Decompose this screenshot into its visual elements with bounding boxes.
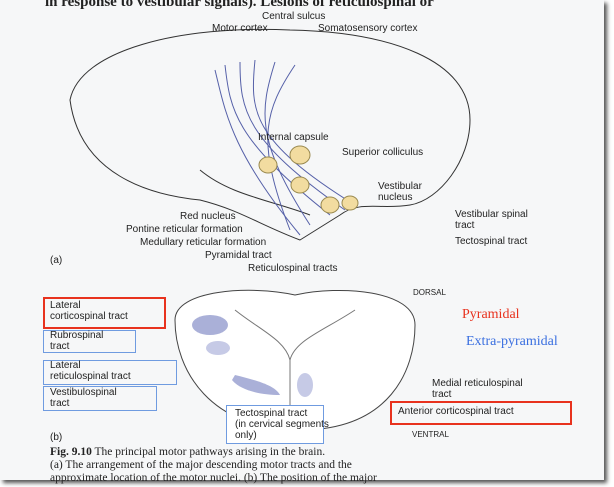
text: Tectospinal tract	[235, 408, 308, 419]
label-somatosensory-cortex: Somatosensory cortex	[318, 23, 418, 34]
text: tract	[50, 398, 70, 409]
text: nucleus	[378, 192, 413, 203]
text: tract	[455, 220, 475, 231]
figure-number: Fig. 9.10	[50, 446, 92, 458]
text: tract	[432, 389, 452, 400]
text: The principal motor pathways arising in …	[94, 446, 326, 458]
label-tectospinal-a: Tectospinal tract	[455, 236, 528, 247]
diagram-drawing	[69, 28, 471, 431]
caption-line-3: approximate location of the motor nuclei…	[50, 472, 377, 484]
brain-outline	[69, 28, 471, 241]
scanned-page: in response to vestibular signals). Lesi…	[43, 0, 572, 484]
label-medullary: Medullary reticular formation	[140, 237, 267, 248]
text: Lateral	[50, 300, 81, 311]
label-ventral: VENTRAL	[412, 430, 449, 439]
label-part-a: (a)	[50, 255, 63, 266]
highlight-vestibulospinal	[43, 386, 157, 411]
label-central-sulcus: Central sulcus	[262, 11, 326, 22]
spinal-cord-outline	[174, 289, 416, 431]
highlight-anterior-corticospinal	[390, 401, 572, 425]
text: Vestibular	[378, 181, 422, 192]
text: corticospinal tract	[50, 311, 128, 322]
label-anterior-corticospinal: Anterior corticospinal tract	[398, 406, 514, 417]
text: (in cervical segments	[235, 419, 329, 430]
label-motor-cortex: Motor cortex	[212, 23, 268, 34]
text: only)	[235, 430, 257, 441]
label-superior-colliculus: Superior colliculus	[342, 147, 424, 158]
highlight-lateral-reticulospinal	[43, 360, 177, 385]
label-part-b: (b)	[50, 432, 63, 443]
highlight-rubrospinal	[43, 330, 136, 353]
caption-line-1: Fig. 9.10 The principal motor pathways a…	[50, 446, 325, 459]
legend-pyramidal: Pyramidal	[462, 307, 520, 322]
text: Rubrospinal	[50, 330, 104, 341]
label-pyramidal-tract: Pyramidal tract	[205, 250, 272, 261]
highlight-tectospinal	[226, 405, 324, 444]
text: Vestibular spinal	[455, 209, 528, 220]
text: Lateral	[50, 360, 81, 371]
label-internal-capsule: Internal capsule	[258, 132, 329, 143]
label-red-nucleus: Red nucleus	[180, 211, 236, 222]
caption-line-2: (a) The arrangement of the major descend…	[50, 459, 352, 471]
label-dorsal: DORSAL	[413, 288, 446, 297]
label-pontine: Pontine reticular formation	[126, 224, 243, 235]
highlight-lateral-corticospinal	[43, 297, 166, 329]
label-reticulospinal: Reticulospinal tracts	[248, 263, 338, 274]
text: Medial reticulospinal	[432, 378, 523, 389]
text: Vestibulospinal	[50, 387, 117, 398]
text: tract	[50, 341, 70, 352]
text: reticulospinal tract	[50, 371, 131, 382]
legend-extra-pyramidal: Extra-pyramidal	[466, 334, 558, 349]
motor-tracts	[214, 59, 356, 236]
top-text: in response to vestibular signals). Lesi…	[45, 0, 434, 10]
